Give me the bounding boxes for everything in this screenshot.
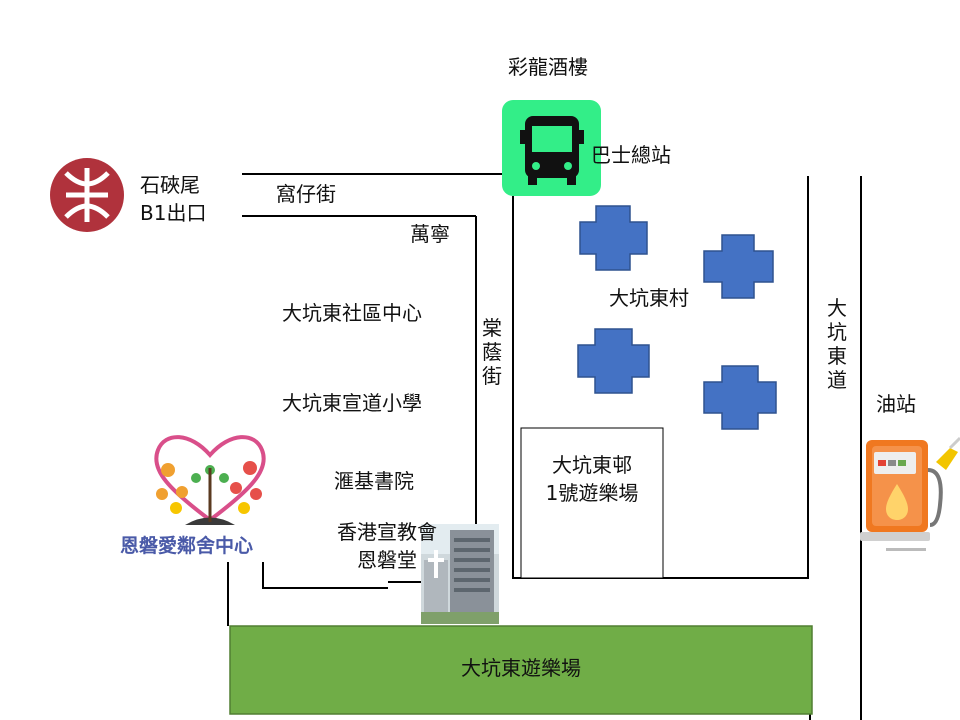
estate-label[interactable]: 大坑東村 bbox=[609, 286, 689, 310]
main-playground-label[interactable]: 大坑東遊樂場 bbox=[461, 656, 581, 680]
main-playground-area[interactable] bbox=[229, 625, 813, 715]
mtr-exit-label[interactable]: B1出口 bbox=[140, 201, 207, 225]
estate-building[interactable] bbox=[579, 205, 648, 271]
wo-tsai-street-label: 窩仔街 bbox=[276, 182, 336, 206]
bus-icon[interactable] bbox=[502, 100, 601, 196]
estate-buildings bbox=[577, 205, 777, 430]
mtr-logo-icon[interactable] bbox=[50, 158, 124, 232]
college-label[interactable]: 滙基書院 bbox=[334, 469, 414, 493]
tong-yam-street-label: 棠蔭街 bbox=[482, 316, 502, 388]
bus-terminus-label[interactable]: 巴士總站 bbox=[591, 143, 671, 167]
man-ning-label[interactable]: 萬寧 bbox=[410, 222, 450, 246]
fuel-pump-icon[interactable] bbox=[860, 436, 960, 551]
mtr-station-label[interactable]: 石硤尾 bbox=[140, 173, 200, 197]
estate-building[interactable] bbox=[577, 328, 650, 394]
restaurant-label: 彩龍酒樓 bbox=[508, 55, 588, 79]
church-label-line2[interactable]: 恩磐堂 bbox=[357, 548, 417, 572]
community-centre-label[interactable]: 大坑東社區中心 bbox=[282, 301, 422, 325]
playground-1-label-line1[interactable]: 大坑東邨 bbox=[552, 453, 632, 477]
primary-school-label[interactable]: 大坑東宣道小學 bbox=[282, 391, 422, 415]
playground-1-label-line2[interactable]: 1號遊樂場 bbox=[545, 481, 639, 505]
playground-1-box bbox=[520, 427, 664, 579]
centre-logo-label[interactable]: 恩磐愛鄰舍中心 bbox=[120, 535, 254, 557]
estate-building[interactable] bbox=[703, 234, 774, 299]
estate-building[interactable] bbox=[703, 365, 777, 430]
tree-heart-logo-icon bbox=[154, 435, 266, 525]
cross-building-icon bbox=[428, 550, 444, 578]
church-label-line1[interactable]: 香港宣教會 bbox=[337, 520, 437, 544]
church-photo-icon[interactable] bbox=[421, 524, 499, 624]
petrol-station-label[interactable]: 油站 bbox=[876, 392, 916, 416]
tai-hang-tung-road-label: 大坑東道 bbox=[827, 296, 847, 392]
